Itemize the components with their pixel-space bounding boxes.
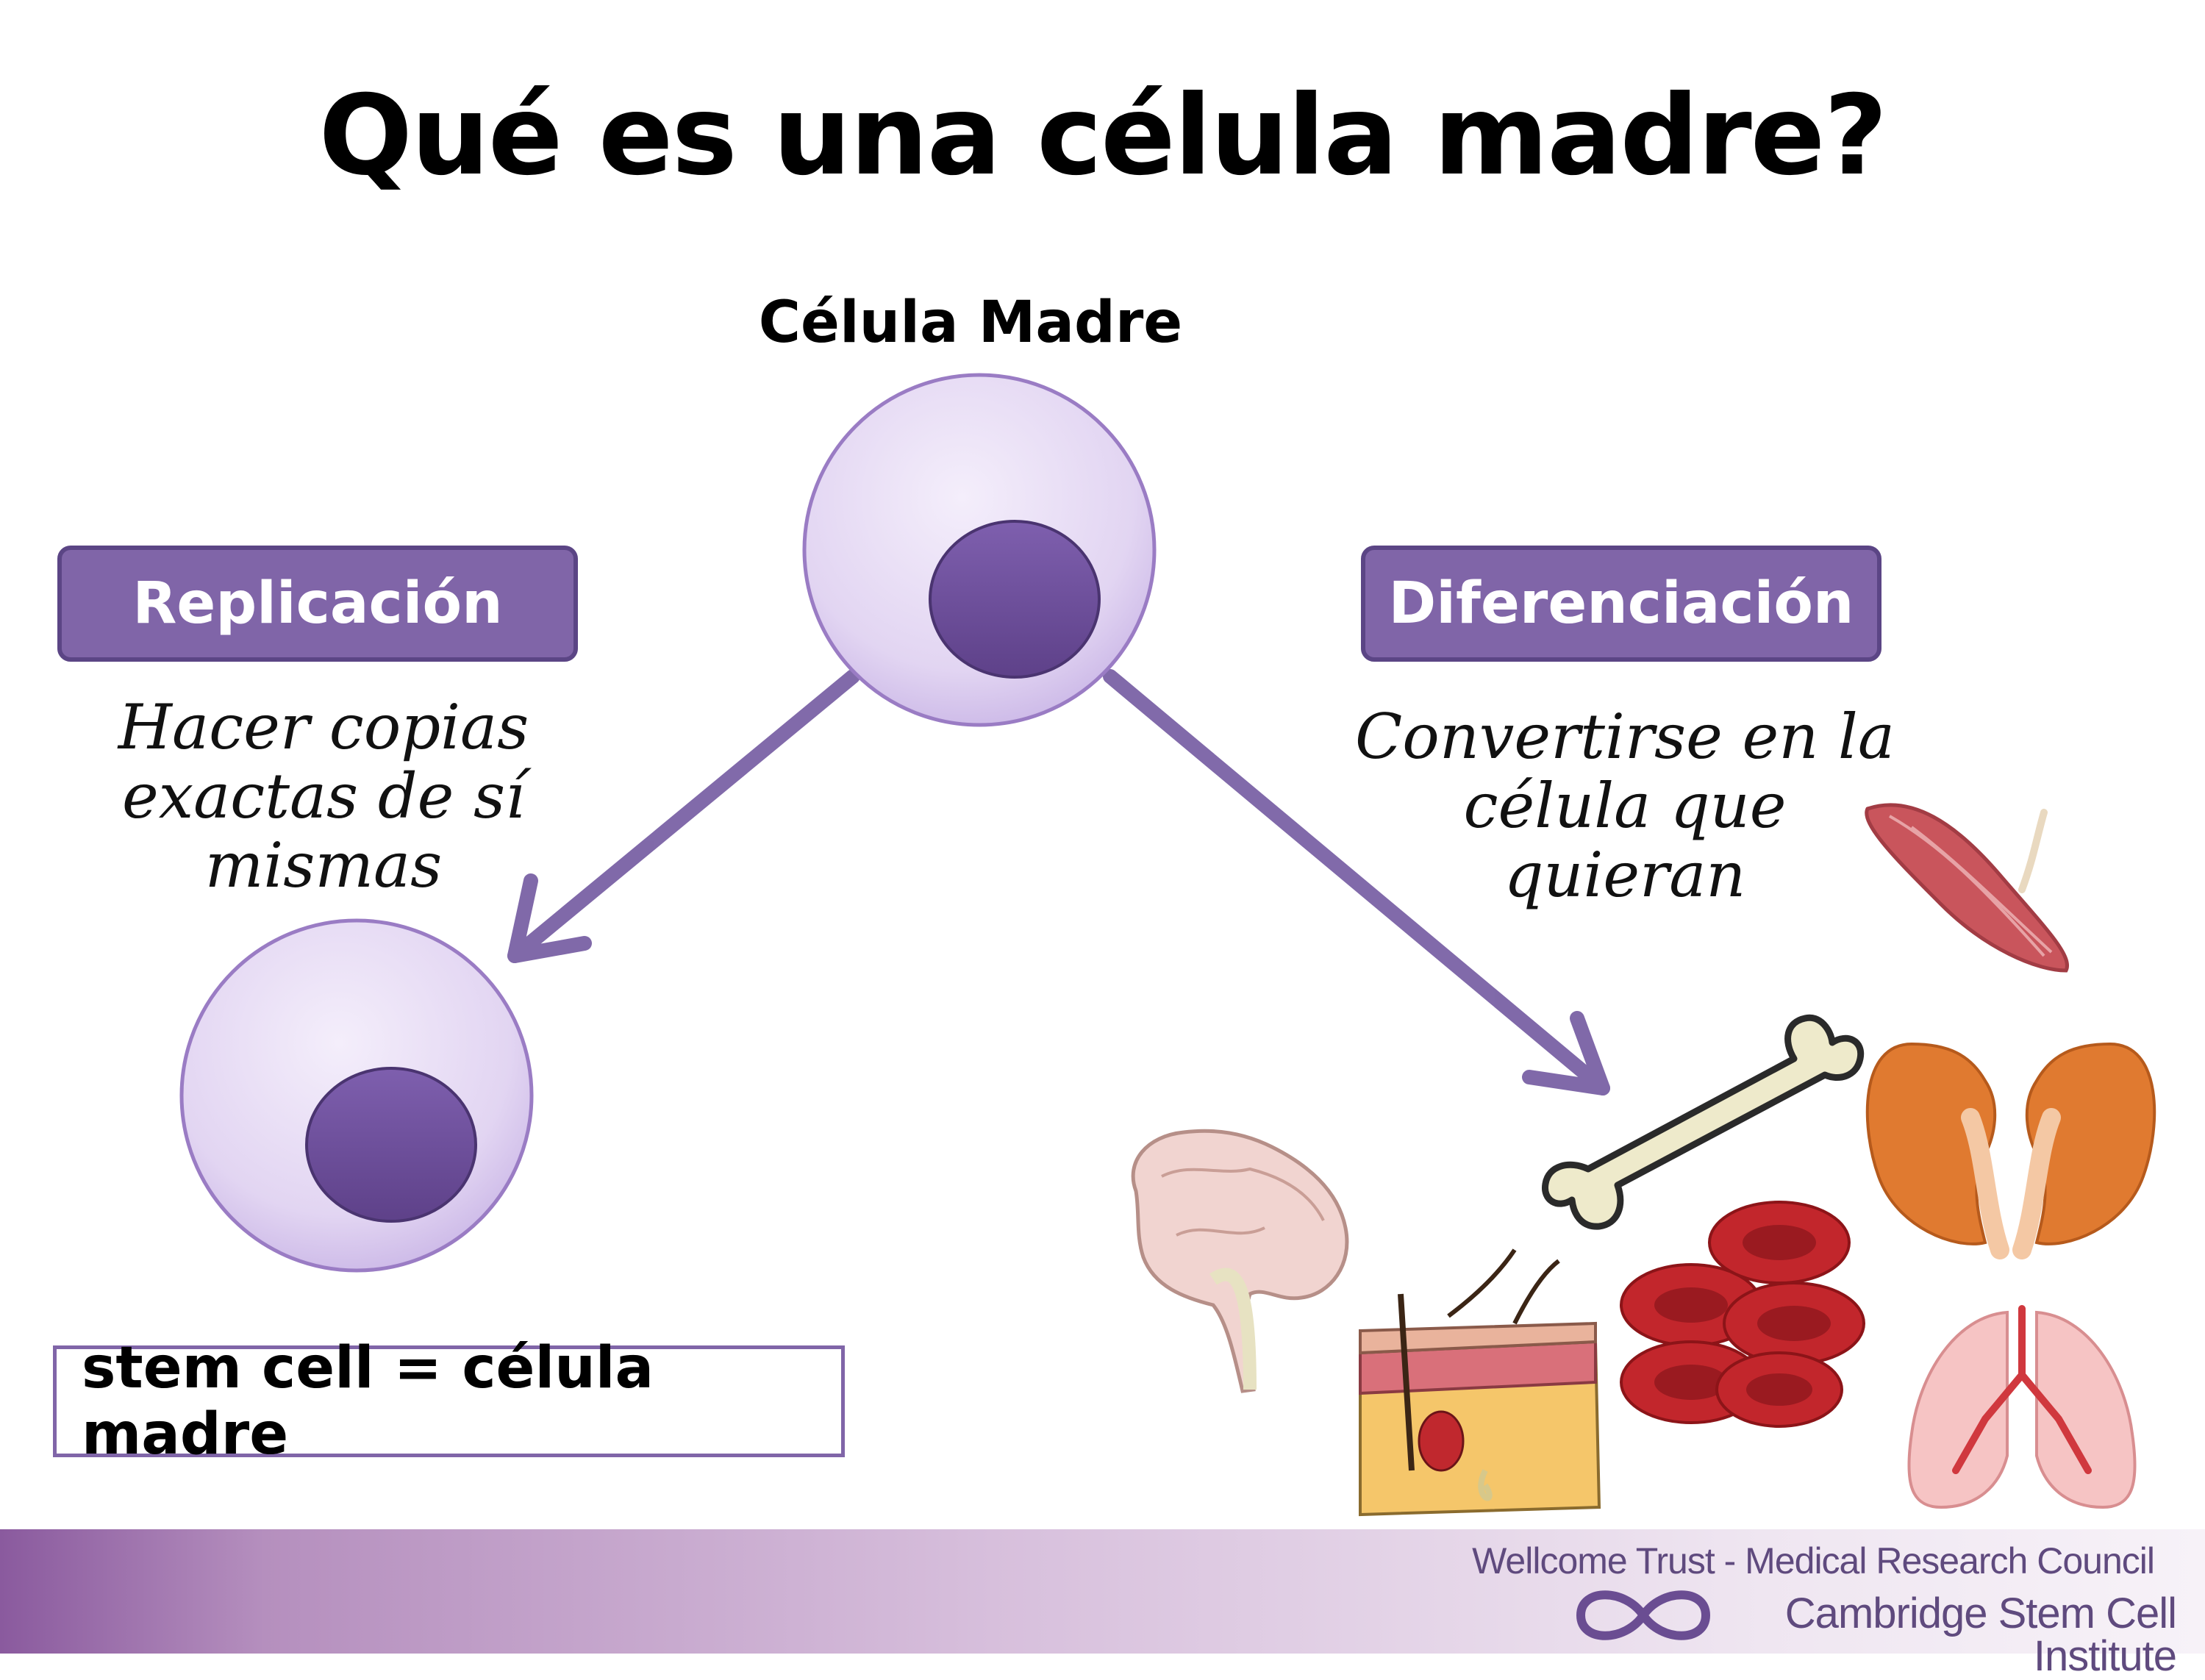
stem-cell-label: Célula Madre [758, 290, 1183, 356]
brain-icon [1131, 1129, 1349, 1393]
skin-icon [1359, 1248, 1601, 1517]
replicated-cell [179, 918, 534, 1273]
footer-institute: Cambridge Stem Cell Institute [1784, 1590, 2177, 1680]
differentiation-description: Convertirse en la célula que quieran [1309, 702, 1941, 909]
kidney-icon [1865, 1042, 2156, 1259]
lungs-icon [1907, 1305, 2137, 1509]
definition-box: stem cell = célula madre [53, 1335, 845, 1468]
differentiation-arrow [1103, 669, 1610, 1095]
replication-description-line: exactas de sí [121, 760, 525, 832]
muscle-icon [1865, 803, 2069, 973]
differentiation-description-line: Convertirse en la [1354, 701, 1895, 773]
footer-organization: Wellcome Trust - Medical Research Counci… [1472, 1540, 2155, 1581]
stem-cell [802, 373, 1157, 727]
replication-label: Replicación [57, 546, 578, 662]
replication-description: Hacer copias exactas de sí mismas [44, 693, 603, 900]
stem-cell-nucleus [929, 520, 1101, 679]
replicated-cell-nucleus [305, 1067, 477, 1223]
differentiation-description-line: quieran [1504, 839, 1746, 911]
definition-text: stem cell = célula madre [82, 1335, 654, 1468]
replication-arrow [507, 669, 860, 963]
replication-description-line: mismas [204, 829, 443, 901]
footer-bar [0, 1529, 2205, 1654]
red-blood-cells-icon [1620, 1201, 1865, 1428]
replication-description-line: Hacer copias [118, 691, 529, 763]
differentiation-description-line: célula que [1463, 770, 1787, 842]
bone-icon [1542, 1014, 1865, 1230]
page-title: Qué es una célula madre? [318, 72, 1888, 200]
institute-logo-icon [1576, 1590, 1711, 1640]
differentiation-label: Diferenciación [1361, 546, 1881, 662]
